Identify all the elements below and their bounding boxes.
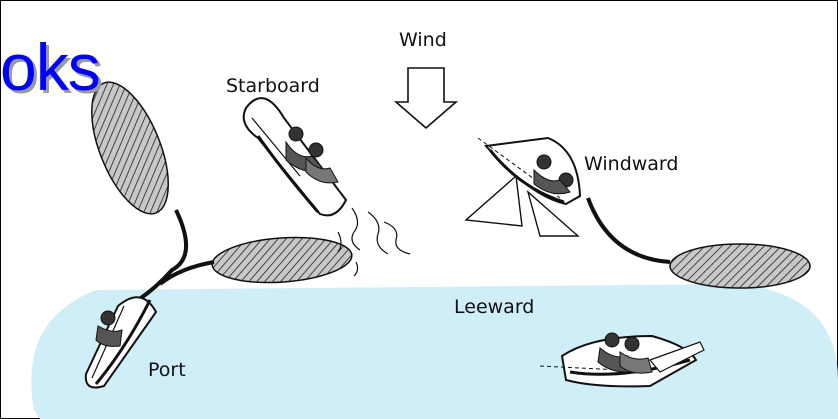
label-wind: Wind (399, 30, 447, 50)
anchored-hull-right (670, 244, 810, 288)
slide-title-fragment: oks (0, 34, 100, 100)
leeward-water-zone (31, 284, 838, 419)
anchor-line-left (138, 210, 186, 300)
label-starboard: Starboard (226, 76, 320, 96)
anchored-hull-center (211, 233, 354, 287)
label-leeward: Leeward (454, 297, 534, 317)
anchor-line-right (588, 198, 670, 262)
windward-boat-icon (466, 138, 580, 236)
starboard-boat-icon (244, 98, 346, 215)
wake-splash (338, 208, 410, 276)
label-port: Port (148, 360, 186, 380)
label-windward: Windward (584, 154, 678, 174)
wind-arrow-icon (396, 68, 456, 128)
